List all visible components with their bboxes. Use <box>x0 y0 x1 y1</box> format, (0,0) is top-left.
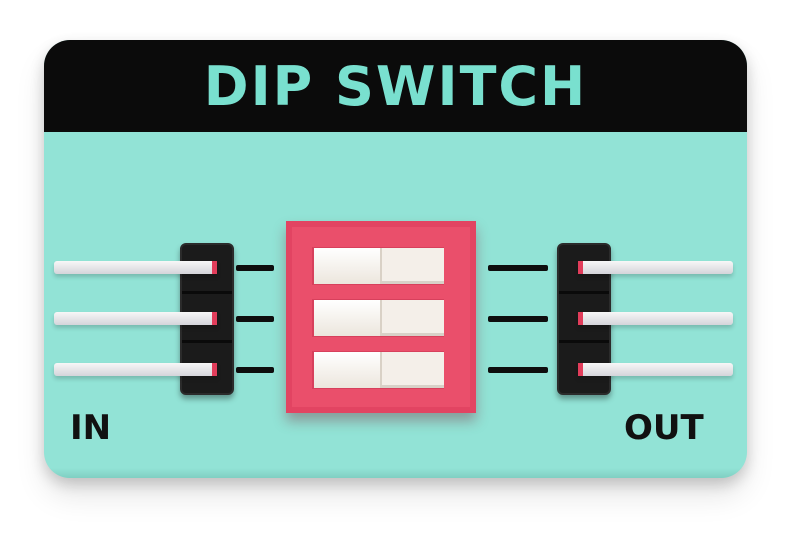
dip-switch-board: DIP SWITCH IN OUT <box>44 40 747 478</box>
out-pin-2 <box>578 312 733 325</box>
pin-tip <box>578 312 583 325</box>
trace-in-2 <box>236 316 274 322</box>
switch-1[interactable] <box>314 248 444 284</box>
switch-1-knob <box>314 248 382 284</box>
dip-switch-package <box>286 221 476 413</box>
trace-out-2 <box>488 316 548 322</box>
in-label: IN <box>70 408 112 448</box>
switch-3[interactable] <box>314 352 444 388</box>
out-pin-1 <box>578 261 733 274</box>
switch-3-knob <box>314 352 382 388</box>
trace-out-3 <box>488 367 548 373</box>
switch-2-knob <box>314 300 382 336</box>
pin-header-segment <box>559 294 609 343</box>
board-header: DIP SWITCH <box>44 40 747 132</box>
pin-tip <box>212 363 217 376</box>
out-pin-3 <box>578 363 733 376</box>
pin-tip <box>212 261 217 274</box>
pin-header-segment <box>559 245 609 294</box>
pin-header-segment <box>182 294 232 343</box>
in-pin-3 <box>54 363 217 376</box>
out-label: OUT <box>624 408 704 448</box>
pin-tip <box>578 363 583 376</box>
in-pin-2 <box>54 312 217 325</box>
switch-2[interactable] <box>314 300 444 336</box>
pin-header-segment <box>182 245 232 294</box>
board-title: DIP SWITCH <box>203 54 588 118</box>
trace-in-3 <box>236 367 274 373</box>
pin-tip <box>212 312 217 325</box>
trace-out-1 <box>488 265 548 271</box>
trace-in-1 <box>236 265 274 271</box>
pin-tip <box>578 261 583 274</box>
in-pin-1 <box>54 261 217 274</box>
